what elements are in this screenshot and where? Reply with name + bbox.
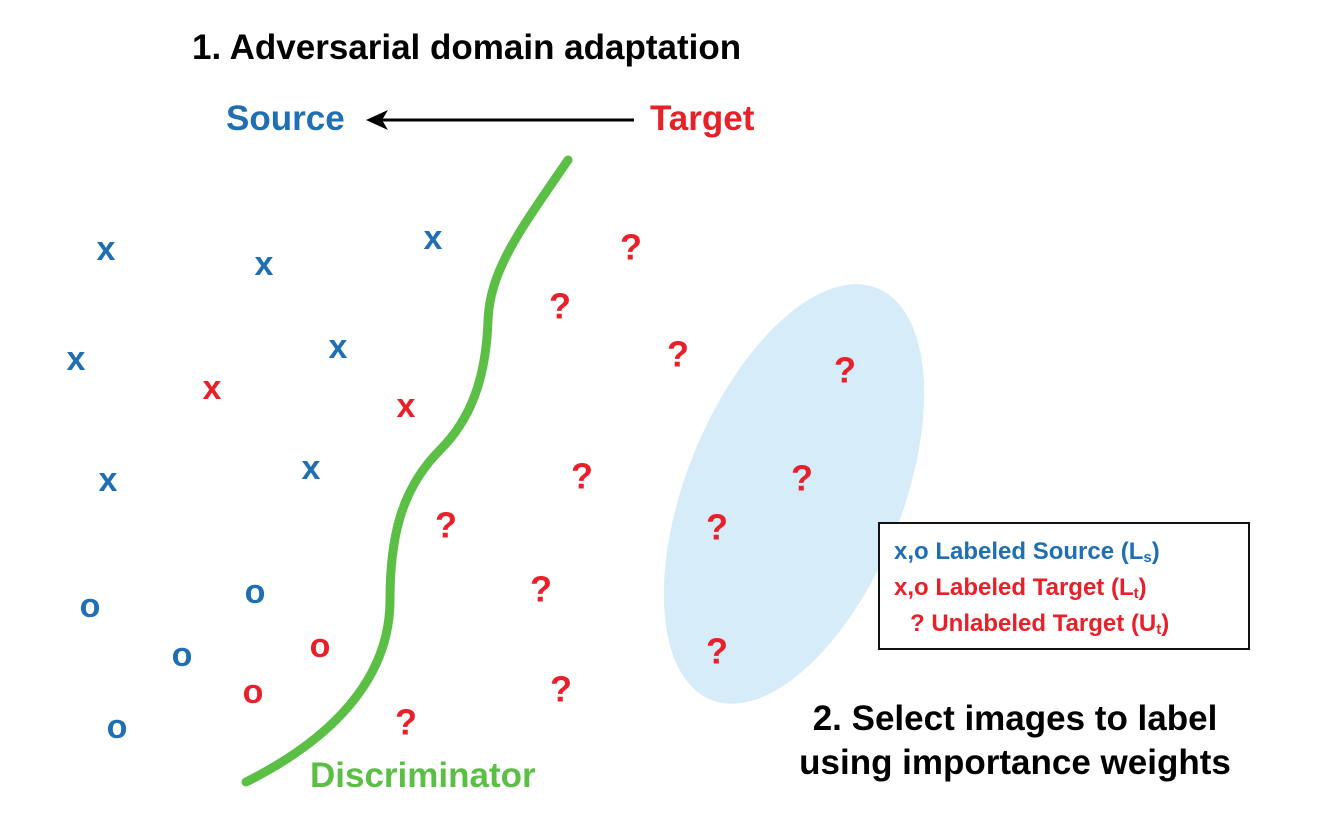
legend-sub: t: [1156, 621, 1162, 638]
target-o-point: o: [310, 627, 331, 665]
unlabeled-point: ?: [667, 334, 689, 375]
legend-close: ): [1161, 610, 1170, 637]
discriminator-curve: [241, 155, 573, 787]
legend-text: Labeled Target (L: [935, 574, 1134, 601]
unlabeled-point: ?: [706, 507, 728, 548]
unlabeled-point: ?: [706, 631, 728, 672]
selection-ellipse: [663, 284, 925, 704]
legend-text: Unlabeled Target (U: [931, 610, 1157, 637]
source-x-point: x: [329, 328, 348, 366]
title-adversarial-domain-adaptation: 1. Adversarial domain adaptation: [192, 28, 742, 67]
legend-symbols: x,o: [894, 538, 929, 565]
source-o-point: o: [172, 636, 193, 674]
source-o-point: o: [107, 708, 128, 746]
source-o-point: o: [80, 587, 101, 625]
legend-close: ): [1151, 538, 1160, 565]
source-x-point: x: [302, 449, 321, 487]
unlabeled-point: ?: [620, 227, 642, 268]
title-select-images-line1: 2. Select images to label: [812, 699, 1218, 738]
legend-labeled-source: x,o Labeled Source (Ls): [894, 538, 1160, 566]
source-x-point: x: [97, 230, 116, 268]
legend-sub: s: [1143, 549, 1152, 566]
legend-symbols: x,o: [894, 574, 929, 601]
legend: x,o Labeled Source (Ls) x,o Labeled Targ…: [878, 522, 1250, 650]
legend-unlabeled-target: ? Unlabeled Target (Ut): [910, 610, 1169, 638]
title-select-images: 2. Select images to label using importan…: [760, 697, 1270, 785]
legend-sub: t: [1133, 585, 1139, 602]
unlabeled-point: ?: [549, 286, 571, 327]
unlabeled-point: ?: [834, 350, 856, 391]
target-x-point: x: [397, 387, 416, 425]
source-o-point: o: [245, 573, 266, 611]
source-label: Source: [226, 99, 345, 138]
unlabeled-point: ?: [791, 458, 813, 499]
arrow-target-to-source: [366, 110, 634, 130]
legend-symbols: ?: [910, 610, 925, 637]
source-x-point: x: [67, 340, 86, 378]
source-x-point: x: [255, 245, 274, 283]
unlabeled-point: ?: [550, 669, 572, 710]
unlabeled-point: ?: [571, 456, 593, 497]
points-layer: x x x x x x x o o o o x x o o????????????: [67, 219, 856, 746]
source-x-point: x: [99, 461, 118, 499]
target-o-point: o: [243, 673, 264, 711]
legend-labeled-target: x,o Labeled Target (Lt): [894, 574, 1147, 602]
source-x-point: x: [424, 219, 443, 257]
unlabeled-point: ?: [530, 569, 552, 610]
unlabeled-point: ?: [395, 702, 417, 743]
discriminator-label: Discriminator: [310, 756, 536, 795]
legend-close: ): [1138, 574, 1147, 601]
target-label: Target: [650, 99, 755, 138]
title-select-images-line2: using importance weights: [799, 742, 1231, 782]
unlabeled-point: ?: [435, 505, 457, 546]
legend-text: Labeled Source (L: [935, 538, 1144, 565]
target-x-point: x: [203, 369, 222, 407]
